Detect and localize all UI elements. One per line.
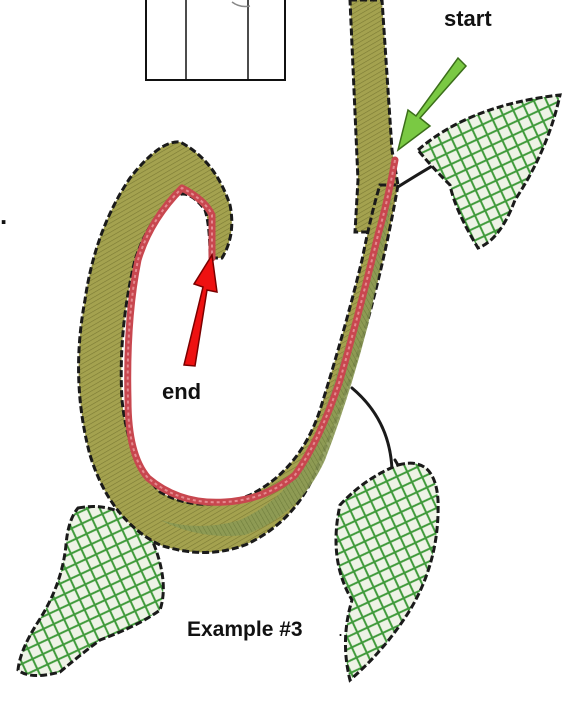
arrow-up-icon <box>184 255 217 366</box>
inset-thumbnail <box>146 0 285 80</box>
stray-period: . <box>0 200 7 230</box>
example-label: Example #3 <box>187 618 303 641</box>
leaf-bottom-middle <box>336 463 438 680</box>
start-label: start <box>444 6 492 31</box>
end-label: end <box>162 379 201 404</box>
example-period: . <box>338 620 343 640</box>
leaf-top-right <box>418 95 560 248</box>
